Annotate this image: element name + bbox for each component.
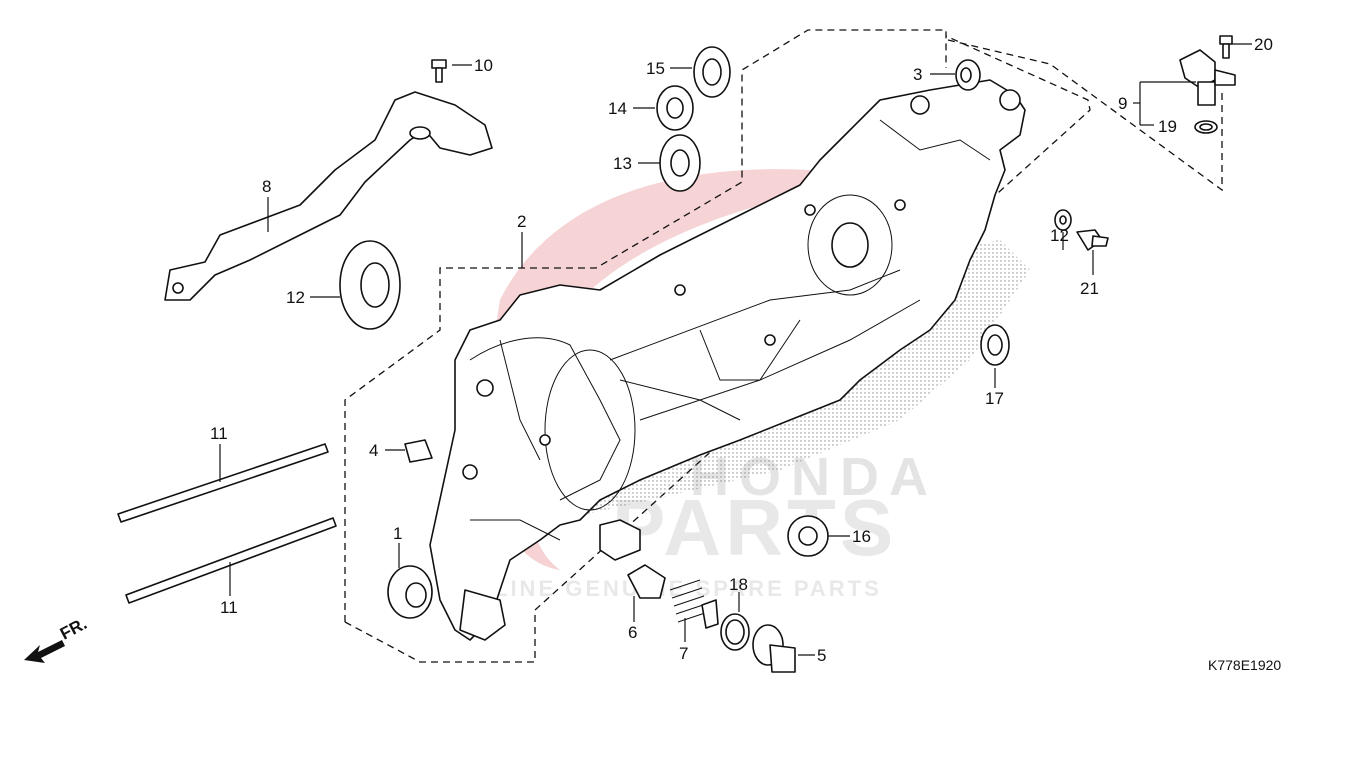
leader-lines [219,43,1252,656]
part-11-stud-lower [125,517,337,604]
part-10-bolt [431,59,447,83]
callout-15: 14 [608,99,627,118]
callout-11-lower: 11 [220,598,238,617]
callout-22: 21 [1080,279,1099,298]
part-1-bearing [387,565,433,619]
callout-8: 8 [262,177,271,196]
crankcase [429,79,1030,641]
front-arrow: FR. [24,614,90,663]
callout-labels: 10 15 14 13 8 2 12 3 4 1 11 11 6 7 18 5 … [210,35,1273,665]
part-17-seal [787,515,829,557]
callout-2: 2 [517,212,526,231]
front-label: FR. [57,614,90,644]
callout-3: 3 [913,65,922,84]
callout-13: 12 [286,288,305,307]
callout-10: 10 [474,56,493,75]
callout-9: 9 [1118,94,1127,113]
callout-7: 7 [679,644,688,663]
watermark-tagline: ONLINE GENUINE SPARE PARTS [455,576,882,601]
part-5-plug [752,624,796,673]
callout-6: 6 [628,623,637,642]
assembly-outline [344,29,1223,663]
callout-18: 17 [985,389,1004,408]
part-9-sensor [1179,49,1236,106]
part-12-washer [1054,209,1072,231]
callout-14: 13 [613,154,632,173]
part-20-oring [1194,120,1218,134]
part-15-bearing [656,85,694,131]
callout-1: 1 [393,524,402,543]
part-14-bearing [659,134,701,192]
part-19-oring [720,613,750,651]
callout-12: 12 [1050,226,1069,245]
callout-17: 16 [852,527,871,546]
callout-16: 15 [646,59,665,78]
part-18-seal [980,324,1010,366]
part-22-bolt [1076,229,1109,251]
part-16-bearing [693,46,731,98]
callout-21: 20 [1254,35,1273,54]
part-3-collar [955,59,981,91]
diagram-code: K778E1920 [1208,657,1281,673]
part-11-stud-upper [117,443,329,523]
callout-5: 5 [817,646,826,665]
part-13-bearing [339,240,401,330]
part-21-bolt [1219,35,1233,59]
part-4-dowel [404,439,433,463]
part-6-strainer [627,564,666,599]
callout-4: 4 [369,441,378,460]
callout-19: 18 [729,575,748,594]
callout-11-upper: 11 [210,424,228,443]
part-7-spring [669,579,719,629]
callout-20: 19 [1158,117,1177,136]
part-8-bracket [164,91,493,301]
